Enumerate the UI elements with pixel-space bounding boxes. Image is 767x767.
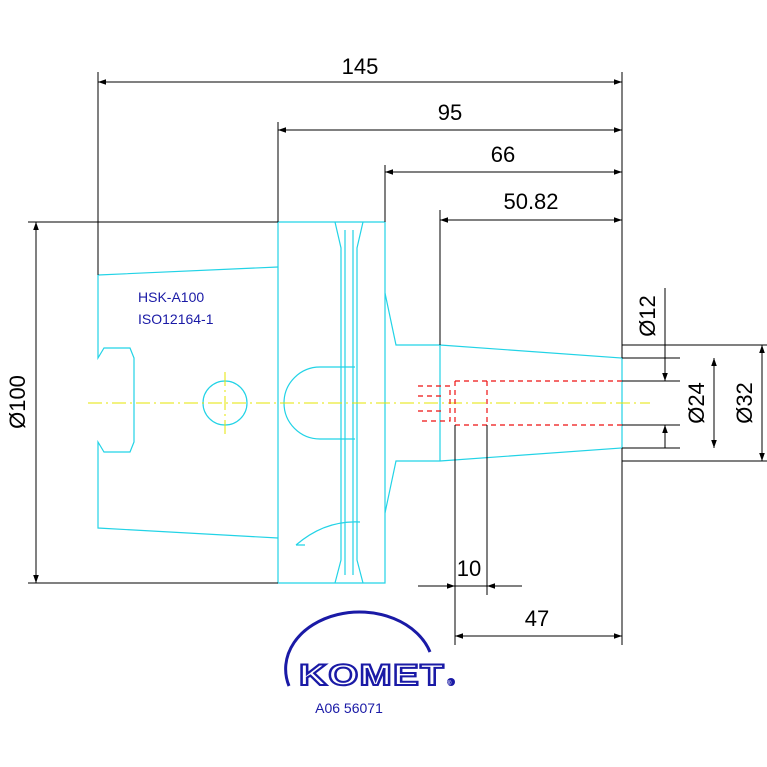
- hidden-bore: [418, 380, 622, 426]
- dim-nose-length: 50.82: [503, 189, 558, 214]
- komet-logo: KOMET ® A06 56071: [284, 610, 455, 716]
- dim-bore-depth: 47: [525, 606, 549, 631]
- dim-diameter-nose: Ø32: [732, 382, 757, 424]
- part-number: A06 56071: [315, 700, 383, 716]
- dim-diameter-main: Ø100: [5, 375, 30, 429]
- logo-registered-text: ®: [447, 680, 452, 687]
- standard-label: ISO12164-1: [138, 311, 214, 327]
- dim-diameter-bore: Ø12: [635, 295, 660, 337]
- dim-overall-length: 145: [342, 54, 379, 79]
- flange-pocket: [283, 366, 355, 440]
- dim-diameter-tip: Ø24: [684, 382, 709, 424]
- logo-brand: KOMET: [299, 659, 445, 692]
- logo-registered-mark: [447, 678, 455, 686]
- gripper-groove: [334, 221, 364, 584]
- dim-shank-length: 66: [491, 142, 515, 167]
- hsk-taper-outline: [97, 266, 279, 539]
- dimension-lines: [28, 72, 767, 645]
- flange-notch: [295, 521, 361, 546]
- dim-flange-length: 95: [438, 100, 462, 125]
- logo-arc: [284, 610, 432, 687]
- flange-outline: [277, 221, 386, 584]
- interface-label: HSK-A100: [138, 289, 204, 305]
- dim-bore-offset: 10: [457, 556, 481, 581]
